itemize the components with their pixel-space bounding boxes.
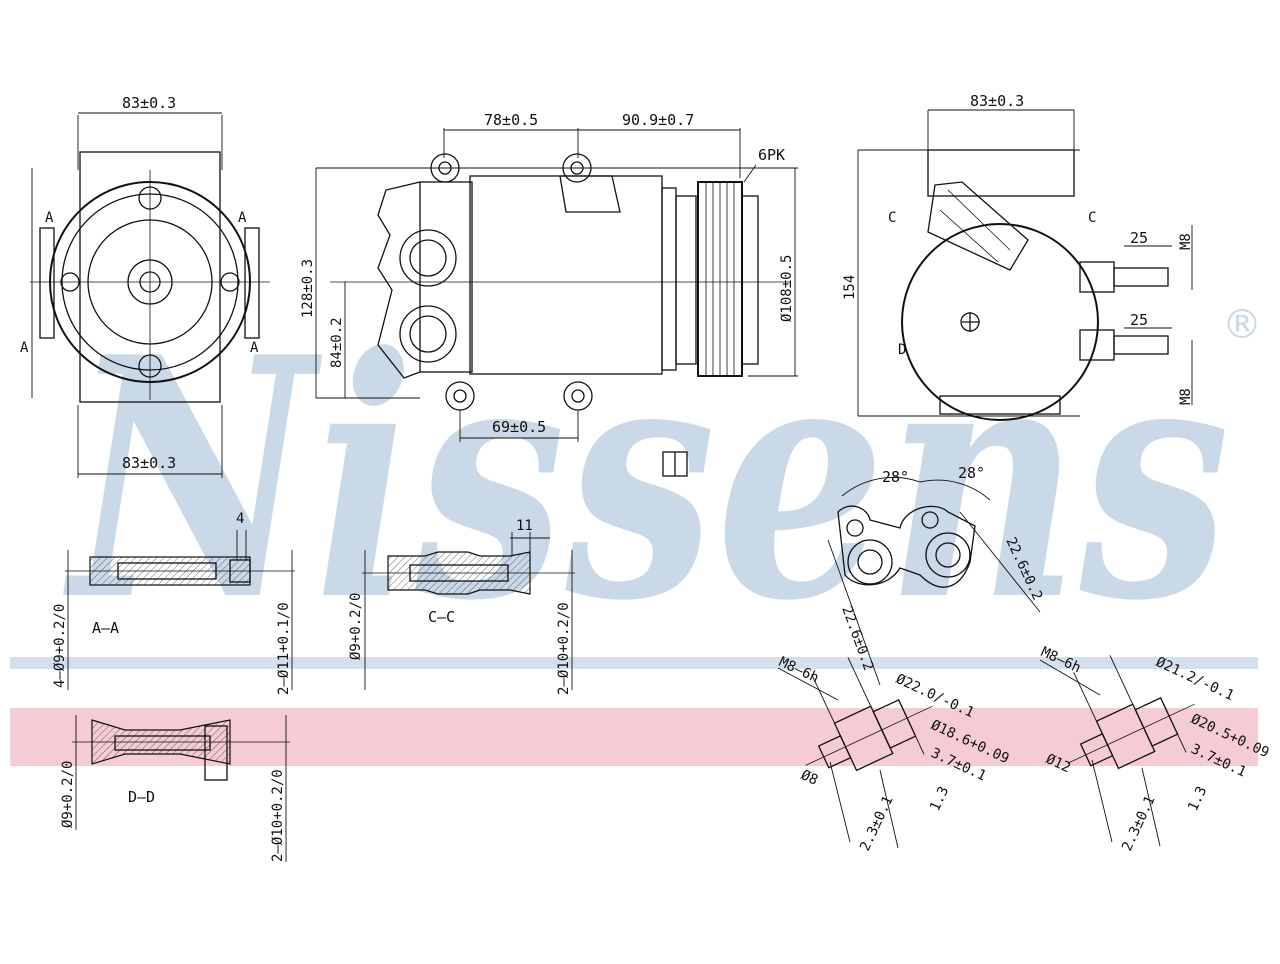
side-dim-pulley: Ø108±0.5: [779, 255, 795, 322]
blue-band: [10, 657, 1258, 669]
port-angle-a: 28°: [882, 468, 909, 486]
rear-view: 83±0.3 154 C C D 25 25 M8 M8: [842, 92, 1194, 421]
cc-title: C–C: [428, 608, 455, 626]
watermark-text: Nissens: [62, 285, 1230, 673]
watermark: Nissens ®: [62, 285, 1262, 673]
section-aa: 4 A–A 4–Ø9+0.2/0 2–Ø11+0.1/0: [52, 511, 295, 695]
side-dim-909: 90.9±0.7: [622, 111, 694, 129]
side-dim-69: 69±0.5: [492, 418, 546, 436]
fit-left-d6: 1.3: [927, 784, 952, 814]
rear-dim-25b: 25: [1130, 311, 1148, 329]
dd-d-left: Ø9+0.2/0: [60, 761, 76, 828]
rear-dim-83: 83±0.3: [970, 92, 1024, 110]
dd-title: D–D: [128, 788, 155, 806]
front-view: 83±0.3 A A A A 83±0.3: [20, 94, 270, 478]
rear-label-c2: C: [1088, 210, 1096, 226]
front-label-a3: A: [20, 340, 29, 356]
rear-label-d: D: [898, 342, 906, 358]
rear-label-c1: C: [888, 210, 896, 226]
rear-dim-25a: 25: [1130, 229, 1148, 247]
fit-right-d5: 2.3±0.1: [1119, 793, 1158, 853]
fit-left-d4: Ø8: [798, 767, 820, 789]
rear-m8-a: M8: [1178, 233, 1194, 250]
fit-left-d5: 2.3±0.1: [857, 793, 896, 853]
section-cc: 11 C–C Ø9+0.2/0 2–Ø10+0.2/0: [348, 518, 575, 695]
side-dim-128: 128±0.3: [300, 259, 316, 318]
cc-d-left: Ø9+0.2/0: [348, 593, 364, 660]
dd-d-right: 2–Ø10+0.2/0: [270, 769, 286, 862]
aa-d-right: 2–Ø11+0.1/0: [276, 602, 292, 695]
front-label-a2: A: [238, 210, 247, 226]
fitting-right: [1067, 655, 1195, 770]
fitting-left: [805, 657, 933, 772]
side-dim-6pk: 6PK: [758, 146, 785, 164]
rear-m8-b: M8: [1178, 388, 1194, 405]
front-dim-top: 83±0.3: [122, 94, 176, 112]
side-dim-84: 84±0.2: [329, 317, 345, 368]
aa-dim-top: 4: [236, 511, 244, 527]
side-dim-78: 78±0.5: [484, 111, 538, 129]
cc-dim-top: 11: [516, 518, 533, 534]
side-view: 78±0.5 90.9±0.7 6PK 128±0.3 84±0.2 Ø108±…: [300, 111, 798, 477]
port-angle-b: 28°: [958, 464, 985, 482]
aa-d-left: 4–Ø9+0.2/0: [52, 604, 68, 688]
section-dd: D–D Ø9+0.2/0 2–Ø10+0.2/0: [60, 715, 290, 862]
aa-title: A–A: [92, 619, 119, 637]
fit-right-d6: 1.3: [1185, 784, 1210, 814]
rear-dim-154: 154: [842, 275, 858, 300]
front-label-a1: A: [45, 210, 54, 226]
front-label-a4: A: [250, 340, 259, 356]
cc-d-right: 2–Ø10+0.2/0: [556, 602, 572, 695]
front-dim-bottom: 83±0.3: [122, 454, 176, 472]
registered-mark: ®: [1222, 302, 1262, 348]
